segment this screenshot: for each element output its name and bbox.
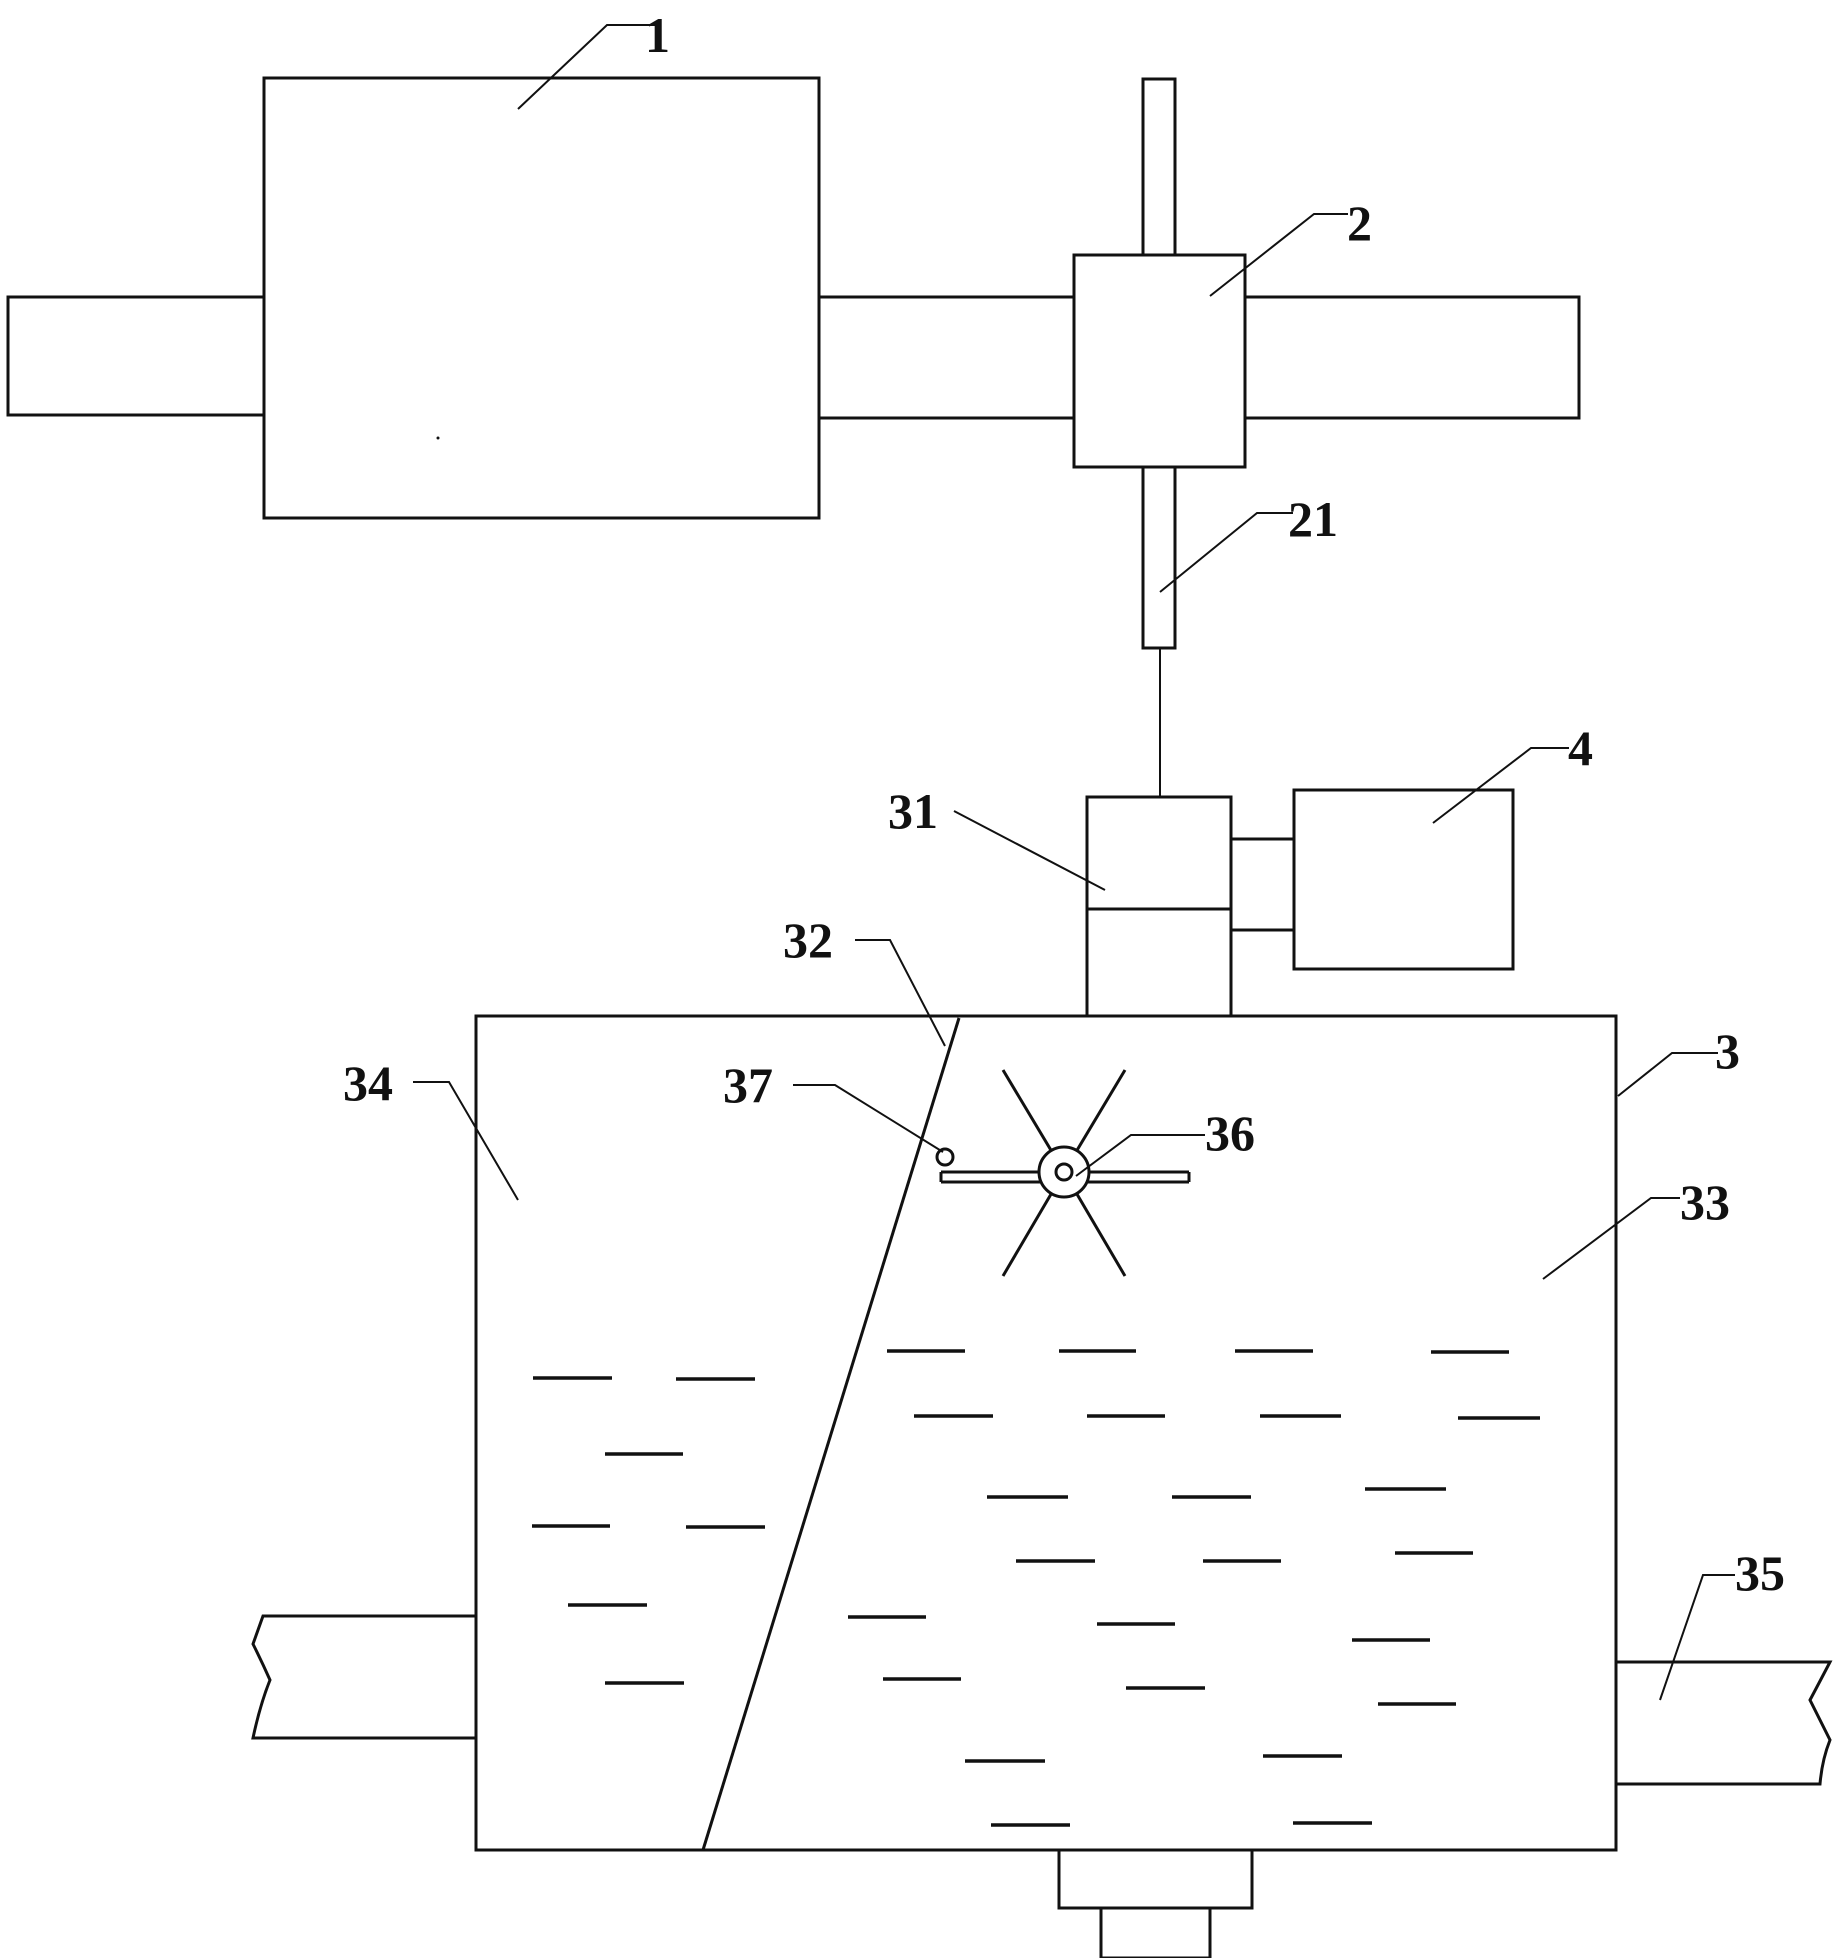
outlet-pipe-35 (1614, 1660, 1833, 1786)
component-1 (6, 76, 1581, 520)
main-housing-box (262, 76, 821, 520)
leader-lines (413, 24, 1735, 1701)
label-3: 3 (1715, 1023, 1740, 1079)
dot-mark (436, 436, 440, 440)
leader-34 (413, 1081, 519, 1201)
leader-36 (1075, 1134, 1205, 1177)
tank-3 (251, 1014, 1833, 1958)
bottom-flange (1057, 1848, 1254, 1910)
inlet-pipe (251, 1614, 478, 1740)
leader-33 (1542, 1197, 1680, 1280)
component-box-4 (1292, 788, 1515, 971)
labels: 1 2 21 3 31 32 33 34 35 36 37 4 (343, 7, 1785, 1601)
partition-plate-32 (701, 1017, 961, 1851)
stirrer-36 (935, 1069, 1191, 1277)
leader-35 (1659, 1574, 1735, 1701)
label-33: 33 (1680, 1174, 1730, 1230)
label-36: 36 (1205, 1105, 1255, 1161)
label-32: 32 (783, 912, 833, 968)
upper-module-31 (1085, 795, 1233, 911)
label-35: 35 (1735, 1545, 1785, 1601)
label-31: 31 (888, 783, 938, 839)
label-34: 34 (343, 1055, 393, 1111)
stirrer-hub-hole (1054, 1162, 1074, 1182)
liquid-right (848, 1349, 1540, 1827)
label-4: 4 (1568, 720, 1593, 776)
slider-block-2 (1072, 253, 1247, 469)
leader-21 (1159, 512, 1293, 593)
label-1: 1 (645, 7, 670, 63)
leader-3 (1617, 1052, 1718, 1097)
bottom-outlet (1099, 1906, 1212, 1958)
stirrer-hub (1037, 1145, 1091, 1199)
leader-2 (1209, 213, 1348, 297)
label-2: 2 (1347, 195, 1372, 251)
pivot-37 (935, 1147, 955, 1167)
leader-31 (953, 810, 1106, 891)
label-37: 37 (723, 1057, 773, 1113)
leader-4 (1432, 747, 1569, 824)
leader-32 (855, 939, 946, 1047)
liquid-left (532, 1376, 765, 1685)
label-21: 21 (1288, 491, 1338, 547)
leader-37 (793, 1084, 944, 1153)
leader-1 (517, 24, 655, 110)
left-shaft (6, 295, 267, 417)
component-2 (1072, 77, 1247, 798)
